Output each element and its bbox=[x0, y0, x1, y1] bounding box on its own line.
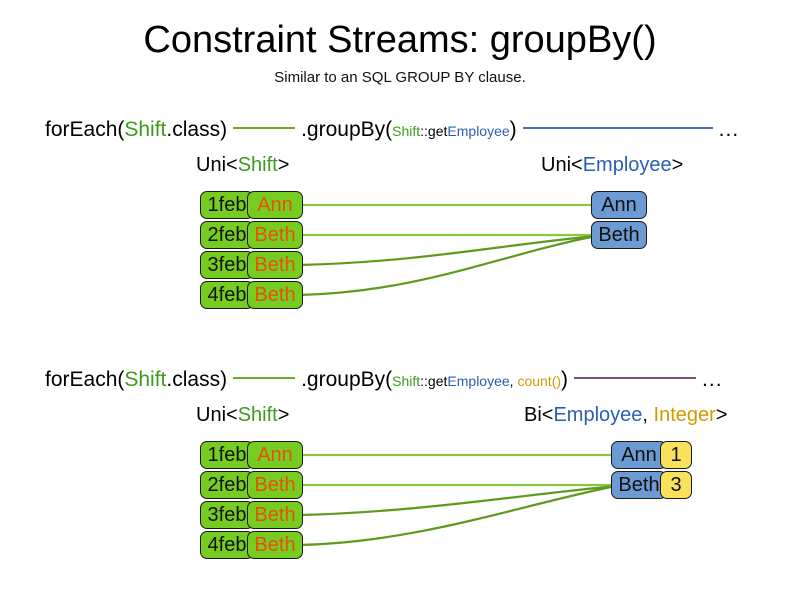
table-row: 4feb Beth bbox=[200, 281, 303, 309]
connector-green-line-one bbox=[233, 126, 296, 129]
table-row: 3feb Beth bbox=[200, 251, 303, 279]
shift-date-cell: 4feb bbox=[200, 531, 254, 559]
groupby-suffix-text: ) bbox=[561, 368, 569, 391]
shift-date-cell: 3feb bbox=[200, 501, 254, 529]
page-subtitle: Similar to an SQL GROUP BY clause. bbox=[274, 69, 526, 86]
groupby-ref-owner-shift: Shift bbox=[392, 123, 421, 139]
foreach-type-shift: Shift bbox=[124, 368, 167, 391]
caption-one-right-type: Employee bbox=[582, 154, 672, 176]
caption-one-right-suffix: > bbox=[671, 154, 684, 176]
caption-two-right-type-a: Employee bbox=[553, 404, 643, 426]
table-row: 1feb Ann bbox=[200, 441, 303, 469]
table-row: Beth 3 bbox=[611, 471, 692, 499]
shift-date-cell: 3feb bbox=[200, 251, 254, 279]
caption-one-left-suffix: > bbox=[277, 154, 290, 176]
caption-one-left-prefix: Uni< bbox=[196, 154, 238, 176]
shift-employee-cell: Beth bbox=[247, 501, 303, 529]
foreach-type-shift: Shift bbox=[124, 118, 167, 141]
foreach-suffix-text: .class) bbox=[166, 368, 228, 391]
shift-employee-cell: Beth bbox=[247, 471, 303, 499]
group-count-cell: 3 bbox=[660, 471, 692, 499]
foreach-prefix-text: forEach( bbox=[45, 118, 125, 141]
ellipsis-two: ... bbox=[702, 368, 723, 391]
caption-two-right-prefix: Bi< bbox=[524, 404, 554, 426]
shift-employee-cell: Beth bbox=[247, 251, 303, 279]
caption-uni-shift-one: Uni<Shift> bbox=[196, 153, 289, 177]
shift-employee-cell: Ann bbox=[247, 441, 303, 469]
employee-cell: Ann bbox=[591, 191, 647, 219]
table-row: 3feb Beth bbox=[200, 501, 303, 529]
caption-uni-shift-two: Uni<Shift> bbox=[196, 403, 289, 427]
list-item: Ann bbox=[591, 191, 647, 219]
ellipsis-one: ... bbox=[718, 118, 740, 141]
group-employee-cell: Beth bbox=[611, 471, 667, 499]
shift-employee-cell: Beth bbox=[247, 281, 303, 309]
shift-date-cell: 1feb bbox=[200, 441, 254, 469]
shift-date-cell: 2feb bbox=[200, 221, 254, 249]
shift-employee-cell: Beth bbox=[247, 531, 303, 559]
connector-purple-line-two bbox=[574, 376, 697, 379]
groupby-ref-member-employee: Employee bbox=[447, 123, 510, 139]
caption-two-right-suffix: > bbox=[715, 404, 728, 426]
caption-two-left-type: Shift bbox=[237, 404, 278, 426]
connector-blue-line-one bbox=[522, 126, 713, 129]
shift-date-cell: 1feb bbox=[200, 191, 254, 219]
table-row: 4feb Beth bbox=[200, 531, 303, 559]
caption-one-right-prefix: Uni< bbox=[541, 154, 583, 176]
page-title: Constraint Streams: groupBy() bbox=[143, 19, 657, 61]
foreach-suffix-text: .class) bbox=[166, 118, 228, 141]
table-row: 1feb Ann bbox=[200, 191, 303, 219]
groupby-suffix-text: ) bbox=[509, 118, 517, 141]
groupby-ref-separator: ::get bbox=[420, 123, 448, 139]
code-line-section-one: forEach(Shift.class).groupBy(Shift::getE… bbox=[45, 117, 739, 144]
shift-date-cell: 2feb bbox=[200, 471, 254, 499]
table-row: 2feb Beth bbox=[200, 221, 303, 249]
caption-two-right-comma: , bbox=[642, 404, 654, 426]
code-line-section-two: forEach(Shift.class).groupBy(Shift::getE… bbox=[45, 367, 723, 394]
table-row: 2feb Beth bbox=[200, 471, 303, 499]
caption-two-left-suffix: > bbox=[277, 404, 290, 426]
shift-date-cell: 4feb bbox=[200, 281, 254, 309]
groupby-prefix-text: .groupBy( bbox=[301, 118, 393, 141]
caption-two-right-type-b: Integer bbox=[653, 404, 716, 426]
groupby-ref-member-employee: Employee bbox=[447, 373, 510, 389]
group-employee-cell: Ann bbox=[611, 441, 667, 469]
employee-cell: Beth bbox=[591, 221, 647, 249]
groupby-collector-count: count() bbox=[517, 373, 562, 389]
caption-bi-employee-integer: Bi<Employee, Integer> bbox=[524, 403, 727, 427]
caption-uni-employee-one: Uni<Employee> bbox=[541, 153, 683, 177]
caption-two-left-prefix: Uni< bbox=[196, 404, 238, 426]
connector-green-line-two bbox=[233, 376, 296, 379]
shift-employee-cell: Ann bbox=[247, 191, 303, 219]
shift-employee-cell: Beth bbox=[247, 221, 303, 249]
groupby-ref-separator: ::get bbox=[420, 373, 448, 389]
groupby-comma: , bbox=[509, 373, 518, 389]
groupby-prefix-text: .groupBy( bbox=[301, 368, 393, 391]
groupby-ref-owner-shift: Shift bbox=[392, 373, 421, 389]
list-item: Beth bbox=[591, 221, 647, 249]
group-count-cell: 1 bbox=[660, 441, 692, 469]
table-row: Ann 1 bbox=[611, 441, 692, 469]
caption-one-left-type: Shift bbox=[237, 154, 278, 176]
foreach-prefix-text: forEach( bbox=[45, 368, 125, 391]
